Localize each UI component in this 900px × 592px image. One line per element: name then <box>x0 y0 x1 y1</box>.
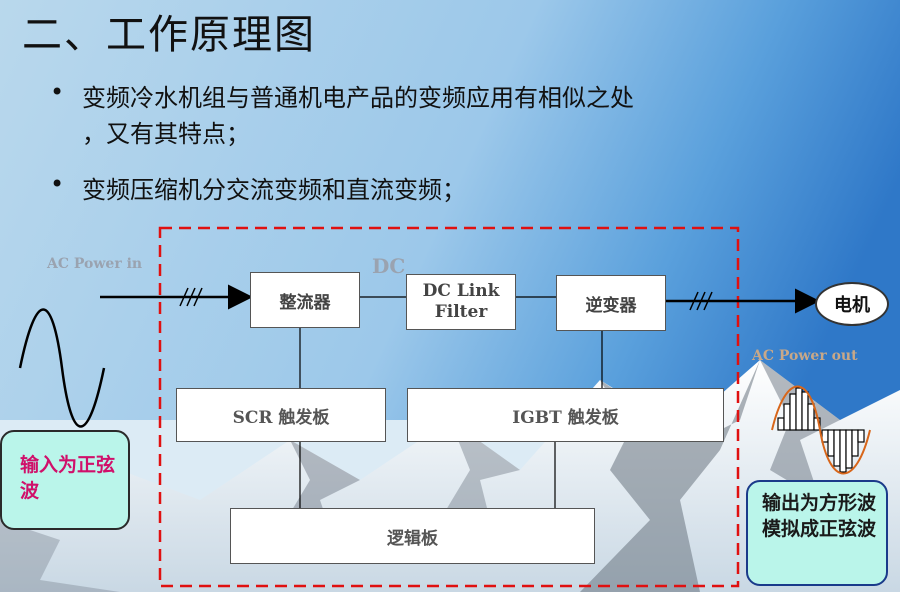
ac-power-in-label: AC Power in <box>47 256 143 272</box>
input-phase-ticks <box>179 287 203 307</box>
igbt-board-box: IGBT 触发板 <box>407 388 724 442</box>
page-title: 二、工作原理图 <box>22 12 316 58</box>
dc-link-filter-box: DC Link Filter <box>406 274 516 330</box>
output-wave-callout: 输出为方形波模拟成正弦波 <box>746 480 888 586</box>
dashed-frame <box>158 226 740 588</box>
scr-board-box: SCR 触发板 <box>176 388 386 442</box>
dc-label: DC <box>372 254 406 278</box>
input-sine-wave <box>18 308 106 428</box>
bullet-1-line-2: ，又有其特点； <box>82 120 250 148</box>
filter-label: Filter <box>434 302 488 322</box>
igbt-board-label: IGBT 触发板 <box>512 407 619 428</box>
ac-power-out-label: AC Power out <box>752 348 858 364</box>
motor-node: 电机 <box>815 282 889 326</box>
output-note-text: 输出为方形波模拟成正弦波 <box>762 492 877 540</box>
rectifier-box: 整流器 <box>250 272 360 328</box>
output-sine-outline <box>771 385 871 475</box>
scr-board-label: SCR 触发板 <box>232 407 330 428</box>
bullet-dot: • <box>50 170 65 198</box>
input-sine-callout: 输入为正弦波 <box>0 430 130 530</box>
bullet-1-line-1: 变频冷水机组与普通机电产品的变频应用有相似之处 <box>82 84 634 112</box>
motor-label: 电机 <box>834 295 870 316</box>
logic-board-label: 逻辑板 <box>387 528 438 549</box>
bullet-2-line-1: 变频压缩机分交流变频和直流变频； <box>82 176 466 204</box>
inverter-box: 逆变器 <box>556 275 666 331</box>
output-phase-ticks <box>689 291 713 311</box>
bullet-dot: • <box>50 78 65 106</box>
rectifier-label: 整流器 <box>279 292 331 313</box>
dc-link-label: DC Link <box>422 281 500 301</box>
logic-board-box: 逻辑板 <box>230 508 595 564</box>
input-note-text: 输入为正弦波 <box>20 454 116 502</box>
inverter-label: 逆变器 <box>585 295 637 316</box>
output-stepped-wave <box>777 387 865 473</box>
